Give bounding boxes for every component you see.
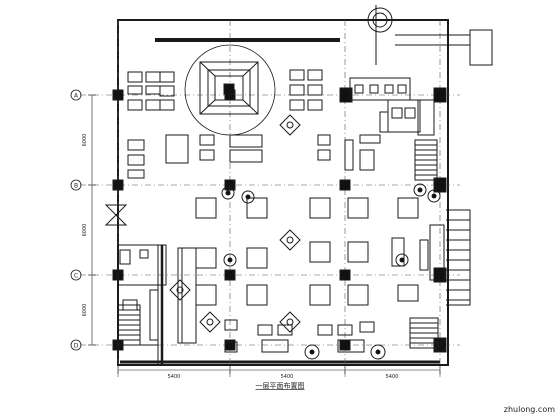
- grid-axes: [80, 20, 460, 380]
- structural-columns: [112, 87, 447, 353]
- upper-right-seating: [289, 69, 381, 171]
- left-staircase: [117, 304, 141, 346]
- central-pavilion: [184, 44, 276, 136]
- detail-callout: [367, 5, 493, 66]
- door-symbol: [104, 204, 128, 226]
- dimension-left-3: 6000: [82, 304, 88, 317]
- dimension-line-left: [88, 94, 96, 346]
- dimension-bottom-1: 5400: [168, 374, 181, 380]
- upper-left-seating: [127, 71, 263, 179]
- right-service-area: [349, 77, 435, 136]
- lamp-symbols: [169, 114, 301, 333]
- drawing-title: 一层平面布置图: [256, 381, 305, 390]
- dimension-left-1: 6000: [82, 134, 88, 147]
- dimension-line-bottom: [117, 366, 441, 374]
- watermark: zhulong.com: [504, 405, 555, 414]
- dimension-bottom-2: 5400: [281, 374, 294, 380]
- grid-label-b: B: [74, 183, 78, 190]
- plant-symbols: [221, 183, 447, 360]
- grid-label-a: A: [74, 93, 79, 100]
- grid-bubbles: [70, 89, 82, 351]
- dining-tables: [195, 197, 419, 306]
- right-staircase: [409, 139, 439, 349]
- entrance-ramp: [419, 209, 471, 306]
- dimension-bottom-3: 5400: [386, 374, 399, 380]
- lower-lounge-seating: [224, 319, 375, 353]
- dimension-left-2: 6000: [82, 224, 88, 237]
- grid-label-d: D: [74, 343, 79, 350]
- grid-label-c: C: [74, 273, 78, 280]
